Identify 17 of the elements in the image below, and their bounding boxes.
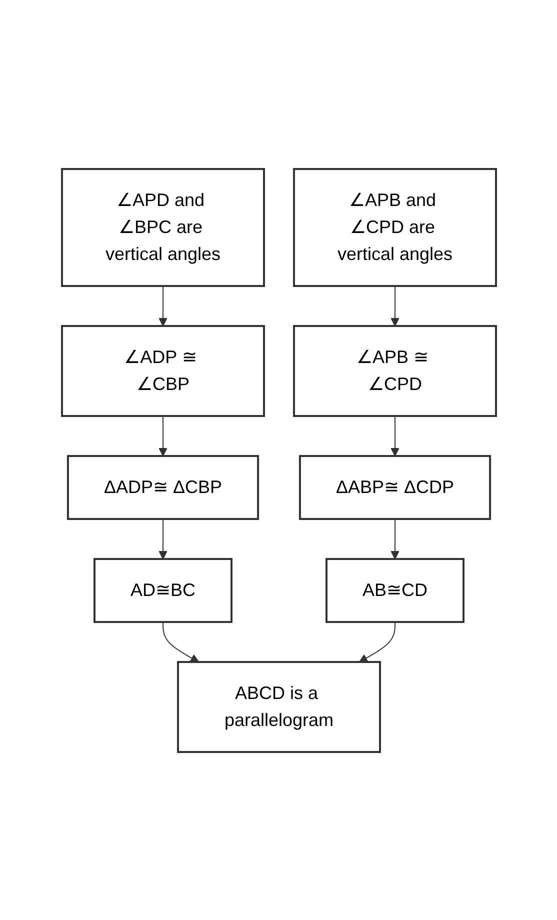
node-box: AB≅CD [325, 558, 464, 622]
arrow [162, 621, 199, 662]
node-box: ∠APB ≅ ∠CPD [292, 324, 496, 416]
arrow [390, 285, 399, 326]
arrow [158, 285, 167, 326]
node-box: ∠APD and ∠BPC are vertical angles [60, 168, 264, 286]
arrow [158, 415, 167, 456]
arrow [358, 621, 395, 662]
node-box: AD≅BC [93, 558, 232, 622]
node-box: ∠APB and ∠CPD are vertical angles [292, 168, 496, 286]
node-box: ∠ADP ≅ ∠CBP [60, 324, 264, 416]
arrow [390, 518, 399, 559]
arrow [158, 518, 167, 559]
node-box: ΔABP≅ ΔCDP [298, 454, 491, 520]
node-box: ABCD is a parallelogram [176, 660, 380, 752]
node-box: ΔADP≅ ΔCBP [66, 454, 259, 520]
arrow [390, 415, 399, 456]
